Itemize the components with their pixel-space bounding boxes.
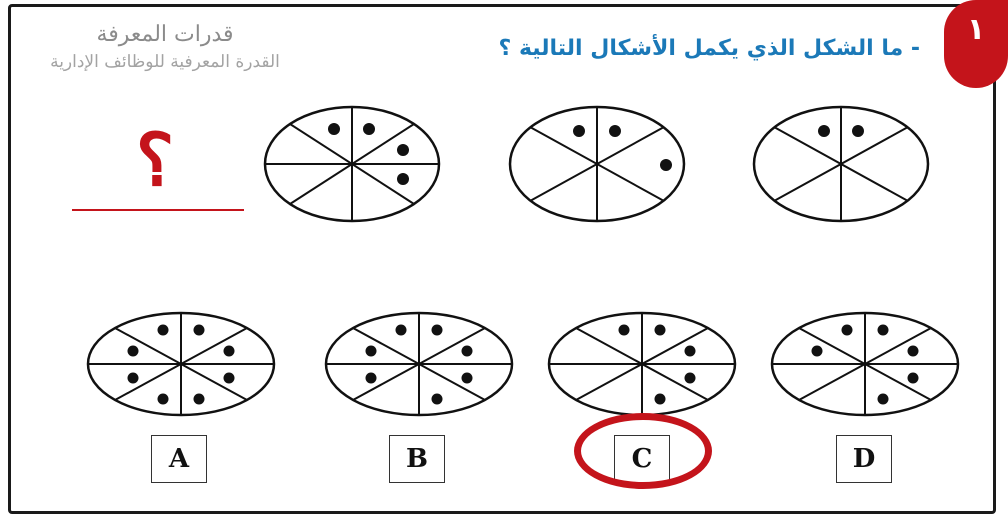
dot bbox=[818, 125, 830, 137]
sequence-figure-1 bbox=[263, 105, 441, 223]
option-a-label[interactable]: A bbox=[151, 435, 207, 483]
answer-blank-line bbox=[72, 209, 244, 211]
dot bbox=[609, 125, 621, 137]
option-d-label[interactable]: D bbox=[836, 435, 892, 483]
question-card bbox=[8, 4, 996, 514]
dot bbox=[397, 173, 409, 185]
dot bbox=[328, 123, 340, 135]
logo-subtitle: القدرة المعرفية للوظائف الإدارية bbox=[50, 52, 280, 72]
option-b-figure[interactable] bbox=[324, 311, 514, 417]
missing-figure-question-mark: ؟ bbox=[135, 117, 175, 202]
sequence-figure-3 bbox=[752, 105, 930, 223]
dot bbox=[363, 123, 375, 135]
option-d-figure[interactable] bbox=[770, 311, 960, 417]
correct-answer-ring bbox=[574, 413, 712, 489]
dot bbox=[573, 125, 585, 137]
option-c-figure[interactable] bbox=[547, 311, 737, 417]
sequence-figure-2 bbox=[508, 105, 686, 223]
dot bbox=[852, 125, 864, 137]
logo-title: قدرات المعرفة bbox=[96, 22, 234, 47]
question-number: ١ bbox=[966, 12, 986, 47]
dot bbox=[660, 159, 672, 171]
dot bbox=[397, 144, 409, 156]
option-b-label[interactable]: B bbox=[389, 435, 445, 483]
option-a-figure[interactable] bbox=[86, 311, 276, 417]
question-text: - ما الشكل الذي يكمل الأشكال التالية ؟ bbox=[498, 36, 920, 61]
question-number-badge: ١ bbox=[944, 0, 1008, 88]
logo: قدرات المعرفة القدرة المعرفية للوظائف ال… bbox=[50, 22, 280, 98]
